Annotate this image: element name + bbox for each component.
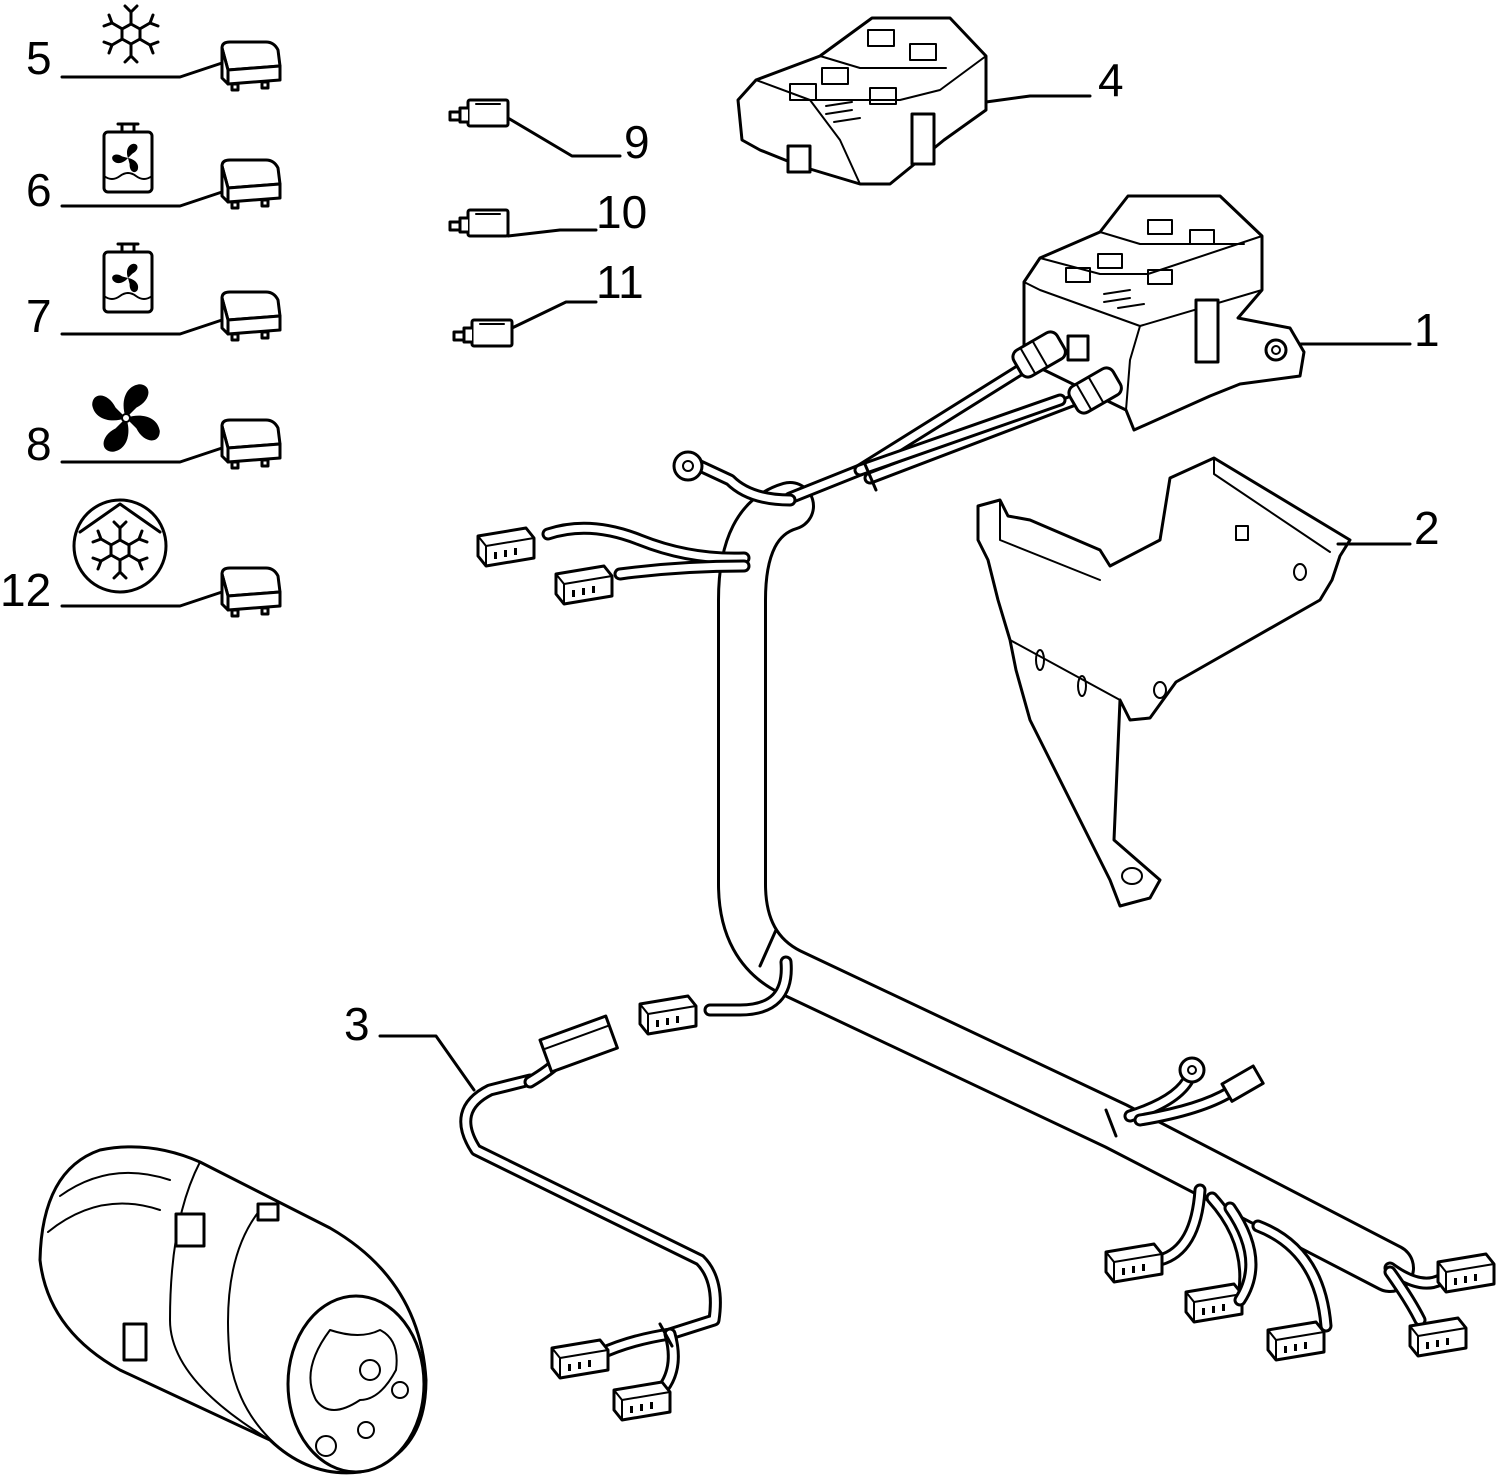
radiator-fan-icon xyxy=(104,244,152,312)
fuse-10-group: 10 xyxy=(448,186,647,238)
fuse-11-group: 11 xyxy=(452,256,644,348)
callout-8: 8 xyxy=(26,418,52,470)
connector xyxy=(554,564,614,606)
callout-3: 3 xyxy=(344,998,370,1050)
snowflake-icon xyxy=(102,4,160,64)
snowflake-circle-icon xyxy=(72,498,168,594)
fuse-10 xyxy=(448,208,510,238)
relay-5 xyxy=(220,40,282,92)
connector xyxy=(612,1380,672,1422)
connector xyxy=(1184,1282,1244,1324)
callout-9: 9 xyxy=(624,116,650,168)
relay-7-group: 7 xyxy=(26,244,282,342)
relay-12 xyxy=(220,566,282,618)
relay-8 xyxy=(220,418,282,470)
fusebox-1: 1 xyxy=(1011,194,1440,432)
connector xyxy=(476,526,536,568)
connector xyxy=(1266,1320,1326,1362)
callout-4: 4 xyxy=(1098,54,1124,106)
callout-5: 5 xyxy=(26,32,52,84)
fuse-9 xyxy=(448,98,510,128)
relay-6-group: 6 xyxy=(26,124,282,216)
relay-5-group: 5 xyxy=(26,4,282,92)
callout-7: 7 xyxy=(26,290,52,342)
callout-2: 2 xyxy=(1414,502,1440,554)
wiring-harness-trunk xyxy=(476,363,1496,1362)
fuse-9-group: 9 xyxy=(448,98,650,168)
relay-12-group: 12 xyxy=(0,498,282,618)
relay-7 xyxy=(220,290,282,342)
radiator-fan-icon xyxy=(104,124,152,192)
relay-8-group: 8 xyxy=(26,384,282,470)
bracket-2: 2 xyxy=(976,456,1440,908)
callout-6: 6 xyxy=(26,164,52,216)
relay-6 xyxy=(220,158,282,210)
callout-10: 10 xyxy=(596,186,647,238)
fan-icon xyxy=(92,384,160,452)
connector xyxy=(1408,1316,1468,1358)
fusebox-cover-4: 4 xyxy=(736,16,1124,186)
callout-11: 11 xyxy=(596,256,644,308)
connector xyxy=(550,1338,610,1380)
connector xyxy=(638,994,698,1036)
fuse-11 xyxy=(452,318,514,348)
callout-1: 1 xyxy=(1414,304,1440,356)
connector xyxy=(1436,1252,1496,1294)
connector xyxy=(1104,1242,1164,1284)
callout-12: 12 xyxy=(0,564,51,616)
compressor-harness-3: 3 xyxy=(344,998,722,1422)
ac-compressor xyxy=(38,1145,428,1475)
